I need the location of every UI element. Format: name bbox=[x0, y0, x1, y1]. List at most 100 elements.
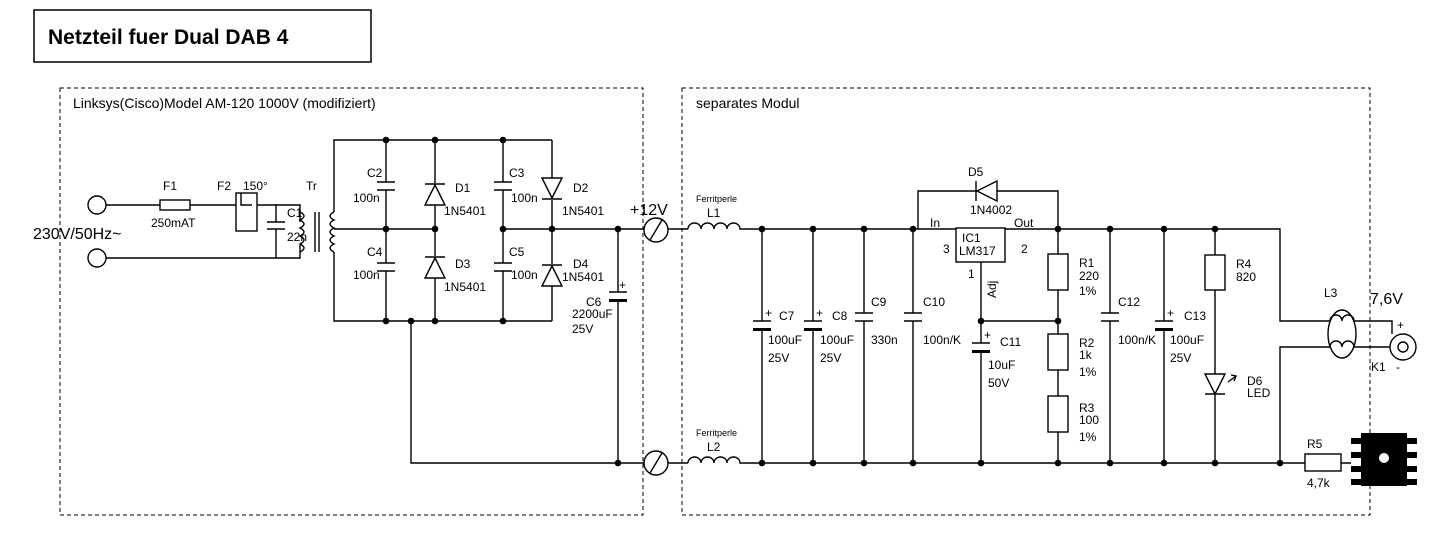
mains-input: 230V/50Hz~ bbox=[33, 195, 301, 268]
r3-value: 100 bbox=[1079, 413, 1099, 427]
resistor-r3 bbox=[1047, 395, 1069, 433]
c4-value: 100n bbox=[353, 268, 380, 282]
output-voltage-label: 7,6V bbox=[1370, 291, 1403, 308]
rectifier-bridge: C2 100n C4 100n D1 1N5401 D3 1N5401 C3 1… bbox=[353, 140, 646, 464]
power-rails bbox=[762, 228, 1351, 464]
inductor-l1: Ferritperle L1 bbox=[687, 194, 762, 230]
c2-ref: C2 bbox=[367, 166, 383, 180]
f1-value: 250mAT bbox=[151, 216, 196, 230]
c11-ref: C11 bbox=[1000, 335, 1021, 349]
input-voltage-label: 230V/50Hz~ bbox=[33, 226, 122, 243]
diagram-title: Netzteil fuer Dual DAB 4 bbox=[48, 26, 289, 49]
d2-ref: D2 bbox=[573, 181, 589, 195]
c5-ref: C5 bbox=[509, 245, 525, 259]
r2-value: 1k bbox=[1079, 348, 1093, 362]
capacitor-c8: + C8 100uF 25V bbox=[804, 229, 854, 463]
d6-ref: D6 bbox=[1247, 374, 1263, 388]
capacitor-c7: + C7 100uF 25V bbox=[753, 229, 802, 463]
c13-plus: + bbox=[1167, 306, 1174, 320]
c6-voltage: 25V bbox=[572, 322, 593, 336]
r1-tol: 1% bbox=[1079, 284, 1097, 298]
ic1-pin1: 1 bbox=[968, 267, 975, 281]
d5-ref: D5 bbox=[968, 165, 984, 179]
k1-plus: + bbox=[1397, 318, 1404, 332]
r2-ref: R2 bbox=[1079, 336, 1095, 350]
c11-voltage: 50V bbox=[988, 376, 1009, 390]
left-module-label: Linksys(Cisco)Model AM-120 1000V (modifi… bbox=[73, 95, 376, 111]
d4-ref: D4 bbox=[573, 257, 589, 271]
capacitor-c1: C1 22n bbox=[267, 206, 307, 245]
right-module-label: separates Modul bbox=[696, 95, 800, 111]
c3-value: 100n bbox=[511, 191, 538, 205]
resistor-r2 bbox=[1047, 333, 1069, 371]
c7-ref: C7 bbox=[779, 309, 795, 323]
capacitor-c9: C9 330n bbox=[855, 229, 898, 463]
l1-ref: L1 bbox=[707, 206, 721, 220]
c10-ref: C10 bbox=[923, 295, 945, 309]
l1-note: Ferritperle bbox=[696, 194, 737, 204]
c7-value: 100uF bbox=[768, 333, 802, 347]
module-connectors: +12V bbox=[630, 202, 688, 476]
r3-tol: 1% bbox=[1079, 430, 1097, 444]
r4-value: 820 bbox=[1236, 270, 1256, 284]
mains-terminal-2 bbox=[87, 248, 107, 268]
ic1-ref: IC1 bbox=[962, 231, 981, 245]
r1-value: 220 bbox=[1079, 269, 1099, 283]
c8-value: 100uF bbox=[820, 333, 854, 347]
fuse-f1: F1 250mAT bbox=[151, 179, 196, 230]
c7-voltage: 25V bbox=[768, 351, 789, 365]
c11-value: 10uF bbox=[988, 358, 1015, 372]
mains-terminal-1 bbox=[87, 195, 107, 215]
ic1-pin2: 2 bbox=[1021, 242, 1028, 256]
d3-ref: D3 bbox=[455, 257, 471, 271]
f2-value: 150° bbox=[243, 179, 268, 193]
d6-value: LED bbox=[1247, 386, 1271, 400]
ic1-pin-adj: Adj bbox=[985, 281, 999, 298]
f1-ref: F1 bbox=[163, 179, 177, 193]
voltage-12v-label: +12V bbox=[630, 202, 668, 219]
c3-ref: C3 bbox=[509, 166, 525, 180]
d1-value: 1N5401 bbox=[444, 204, 486, 218]
c13-voltage: 25V bbox=[1170, 351, 1191, 365]
r5-ref: R5 bbox=[1307, 437, 1323, 451]
resistor-r1 bbox=[1047, 253, 1069, 291]
c8-plus: + bbox=[816, 306, 823, 320]
c5-value: 100n bbox=[511, 268, 538, 282]
regulator-ic1: IC1 LM317 In Out 3 2 1 Adj bbox=[917, 190, 1059, 322]
c2-value: 100n bbox=[353, 191, 380, 205]
ic1-pin-in: In bbox=[930, 216, 940, 230]
d4-value: 1N5401 bbox=[562, 270, 604, 284]
capacitor-c12: C12 100n/K bbox=[1101, 229, 1156, 463]
ic1-pin-out: Out bbox=[1014, 216, 1034, 230]
c12-ref: C12 bbox=[1118, 295, 1140, 309]
thermal-fuse-f2: F2 150° bbox=[217, 179, 268, 232]
c6-value: 2200uF bbox=[572, 307, 613, 321]
right-module-box bbox=[681, 87, 1371, 516]
c10-value: 100n/K bbox=[923, 333, 961, 347]
d5-value: 1N4002 bbox=[970, 203, 1012, 217]
c12-value: 100n/K bbox=[1118, 333, 1156, 347]
heatsink-icon bbox=[1351, 433, 1417, 486]
led-branch: R4 820 D6 LED bbox=[1203, 229, 1271, 463]
ic1-body bbox=[955, 227, 1006, 263]
capacitor-c11: + C11 10uF 50V bbox=[972, 321, 1021, 463]
transformer-tr: Tr bbox=[298, 139, 552, 322]
ic1-pin3: 3 bbox=[943, 242, 950, 256]
r5-value: 4,7k bbox=[1307, 476, 1331, 490]
resistor-r5: R5 4,7k bbox=[1304, 437, 1342, 490]
r2-tol: 1% bbox=[1079, 365, 1097, 379]
c13-value: 100uF bbox=[1170, 333, 1204, 347]
c8-ref: C8 bbox=[832, 309, 848, 323]
c9-value: 330n bbox=[871, 333, 898, 347]
d3-value: 1N5401 bbox=[444, 280, 486, 294]
c7-plus: + bbox=[765, 306, 772, 320]
c6-ref: C6 bbox=[586, 295, 602, 309]
resistor-chain: R1 220 1% R2 1k 1% R3 100 1% bbox=[1047, 229, 1099, 463]
l3-ref: L3 bbox=[1324, 286, 1338, 300]
k1-ref: K1 bbox=[1371, 360, 1386, 374]
output-jack-k1: 7,6V + K1 - bbox=[1370, 291, 1417, 374]
d2-value: 1N5401 bbox=[562, 204, 604, 218]
inductor-l2: Ferritperle L2 bbox=[687, 428, 762, 464]
r3-ref: R3 bbox=[1079, 401, 1095, 415]
